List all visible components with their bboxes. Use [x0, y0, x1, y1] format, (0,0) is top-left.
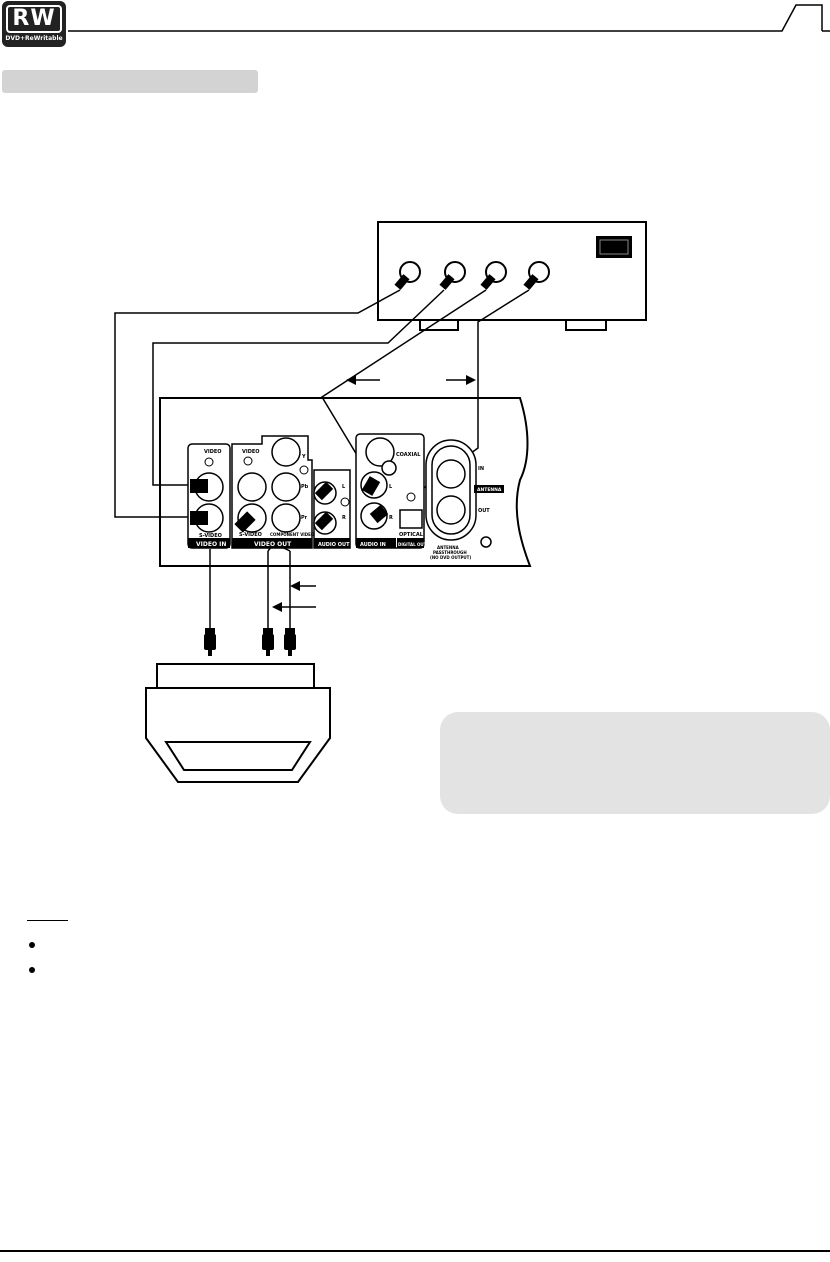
video-out-band: VIDEO OUT: [254, 541, 292, 548]
component-pr-label: Pr: [301, 515, 308, 521]
audio-in-band: AUDIO IN: [360, 542, 386, 548]
antenna-in-label: IN: [478, 466, 484, 472]
audio-in-r-label: R: [389, 515, 393, 521]
component-pb-label: Pb: [301, 484, 309, 490]
connection-diagram: VIDEO S-VIDEO VIDEO IN VIDEO S-VIDEO COM…: [114, 221, 647, 783]
audio-in-l-label: L: [389, 484, 393, 490]
note-box: [440, 712, 830, 814]
optical-label: OPTICAL: [399, 532, 424, 538]
passthrough-line-2: PASSTHROUGH: [433, 550, 467, 555]
external-device: [377, 221, 647, 331]
recorder-back-panel: [159, 397, 532, 567]
antenna-band: ANTENNA: [477, 487, 502, 493]
video-out-block: [231, 435, 313, 549]
audio-in-block: [355, 433, 425, 549]
audio-out-r-label: R: [342, 515, 346, 521]
video-out-video-label: VIDEO: [242, 449, 260, 455]
footer-rule: [0, 1250, 830, 1252]
note-bullet-1: [29, 942, 35, 948]
tv-plugs: [204, 628, 296, 656]
video-out-svideo-label: S-VIDEO: [239, 532, 262, 538]
note-heading-underline: [27, 903, 68, 921]
tv-set: [145, 663, 331, 783]
digital-out-band: DIGITAL OUT: [398, 542, 427, 547]
audio-out-l-label: L: [342, 484, 346, 490]
logo-subtitle: DVD+ReWritable: [5, 35, 63, 42]
device-jacks: [394, 261, 550, 290]
section-title-bar: [2, 70, 258, 93]
audio-out-block: [313, 469, 351, 549]
header-rule: [68, 4, 830, 32]
video-in-block: [187, 443, 231, 549]
video-in-svideo-label: S-VIDEO: [199, 533, 222, 539]
passthrough-line-3: (NO DVD OUTPUT): [430, 555, 471, 560]
coaxial-label: COAXIAL: [396, 452, 421, 458]
device-display: [596, 236, 632, 258]
video-in-band: VIDEO IN: [196, 541, 226, 548]
audio-out-band: AUDIO OUT: [318, 542, 350, 548]
video-in-video-label: VIDEO: [204, 449, 222, 455]
note-bullet-2: [29, 967, 35, 973]
passthrough-line-1: ANTENNA: [437, 545, 460, 550]
component-video-label: COMPONENT VIDEO: [270, 532, 315, 537]
antenna-block: [425, 439, 504, 548]
direction-arrows: [272, 375, 476, 612]
component-y-label: Y: [301, 454, 306, 460]
logo-mark: RW: [6, 5, 62, 33]
antenna-out-label: OUT: [478, 508, 490, 514]
dvd-rw-logo: RW DVD+ReWritable: [2, 1, 66, 47]
